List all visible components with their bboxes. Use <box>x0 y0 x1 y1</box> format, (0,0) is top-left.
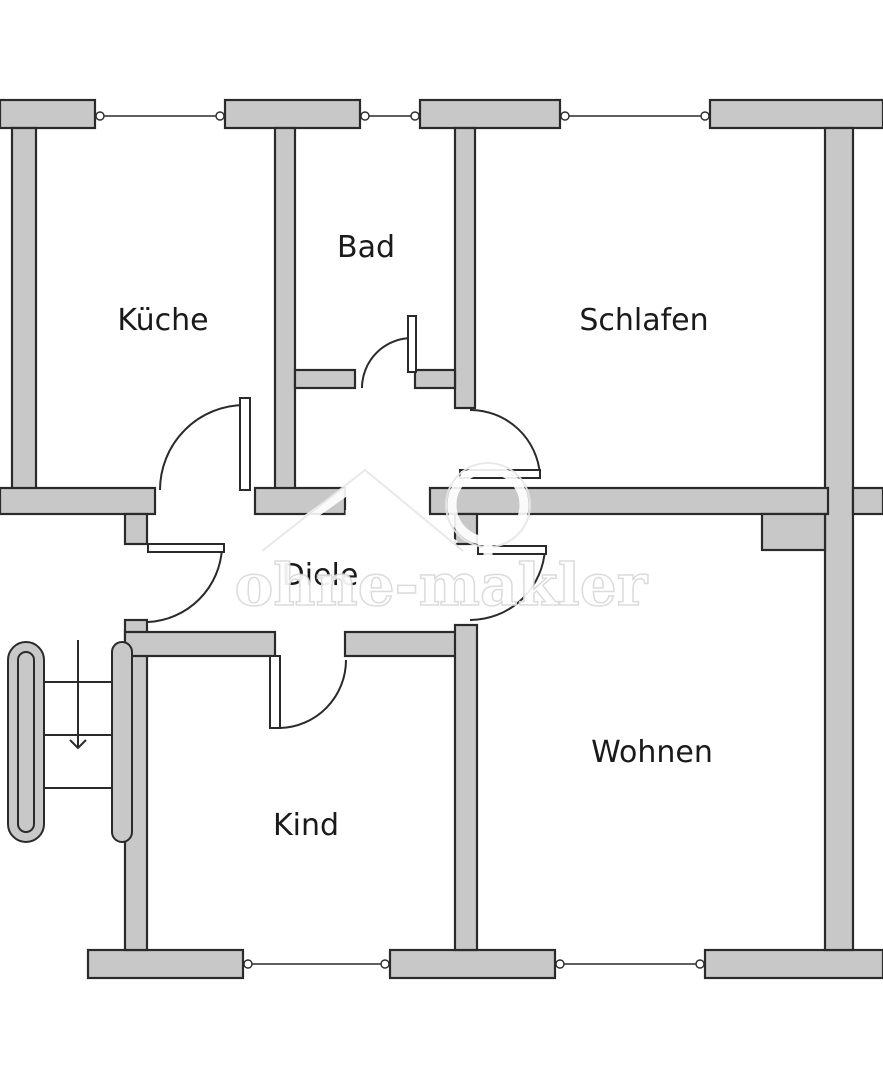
windows-top <box>95 111 710 121</box>
watermark-text: ohne-makler <box>235 551 649 619</box>
room-label-wohnen: Wohnen <box>591 735 713 770</box>
room-label-kueche: Küche <box>117 303 208 338</box>
watermark: ohne-makler <box>234 462 649 620</box>
room-labels: Küche Bad Schlafen Diele Kind Wohnen <box>117 230 712 843</box>
room-label-kind: Kind <box>273 808 339 843</box>
staircase <box>7 640 133 843</box>
room-label-bad: Bad <box>337 230 395 265</box>
room-label-schlafen: Schlafen <box>579 303 708 338</box>
interior-walls <box>0 126 883 952</box>
room-label-diele: Diele <box>282 558 359 593</box>
windows-bottom <box>243 959 705 969</box>
house-logo-icon <box>261 462 531 565</box>
exterior-walls <box>0 98 883 980</box>
